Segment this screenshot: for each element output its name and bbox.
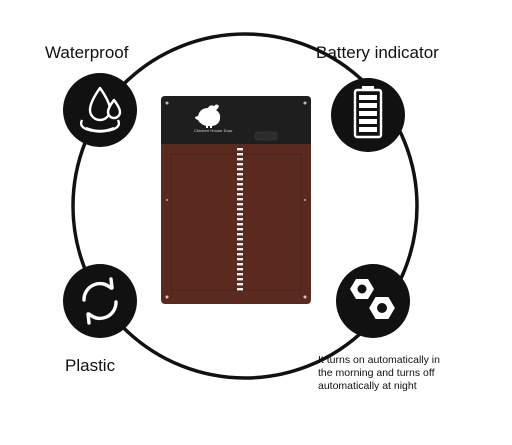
automatic-badge	[336, 264, 410, 338]
led-dash	[237, 193, 243, 196]
led-dash	[237, 223, 243, 226]
led-dash	[237, 183, 243, 186]
led-dash	[237, 163, 243, 166]
led-dash	[237, 238, 243, 241]
led-dash	[237, 158, 243, 161]
led-dash	[237, 248, 243, 251]
led-dash	[237, 168, 243, 171]
led-dash	[237, 198, 243, 201]
led-dash	[237, 228, 243, 231]
feature-ring	[71, 32, 419, 380]
water-drops-icon	[79, 86, 122, 133]
automatic-description: It turns on automatically in the morning…	[318, 354, 440, 392]
chicken-door	[161, 96, 311, 304]
battery-icon	[353, 86, 383, 139]
led-dash	[237, 218, 243, 221]
led-dash	[237, 153, 243, 156]
door-brand-text: Chicken House Door	[194, 128, 233, 133]
led-dash	[237, 173, 243, 176]
led-dash	[237, 263, 243, 266]
plastic-badge	[63, 264, 137, 338]
battery-badge	[331, 78, 405, 152]
led-dash	[237, 253, 243, 256]
door-panel	[161, 96, 311, 304]
hex-nuts-icon	[350, 279, 398, 321]
waterproof-label: Waterproof	[45, 43, 129, 62]
led-dash	[237, 178, 243, 181]
led-dash	[237, 288, 243, 291]
led-dash	[237, 268, 243, 271]
led-dash	[237, 278, 243, 281]
led-dash	[237, 283, 243, 286]
led-dash	[237, 273, 243, 276]
plastic-label: Plastic	[65, 356, 116, 375]
led-dash	[237, 148, 243, 151]
led-dash	[237, 188, 243, 191]
led-indicator-strip	[237, 148, 243, 291]
led-dash	[237, 203, 243, 206]
recycle-arrows-icon	[82, 277, 118, 325]
chicken-logo-icon	[195, 104, 221, 128]
battery-indicator-label: Battery indicator	[316, 43, 439, 62]
led-dash	[237, 213, 243, 216]
waterproof-badge	[63, 73, 137, 147]
led-dash	[237, 233, 243, 236]
led-dash	[237, 243, 243, 246]
led-dash	[237, 258, 243, 261]
led-dash	[237, 208, 243, 211]
